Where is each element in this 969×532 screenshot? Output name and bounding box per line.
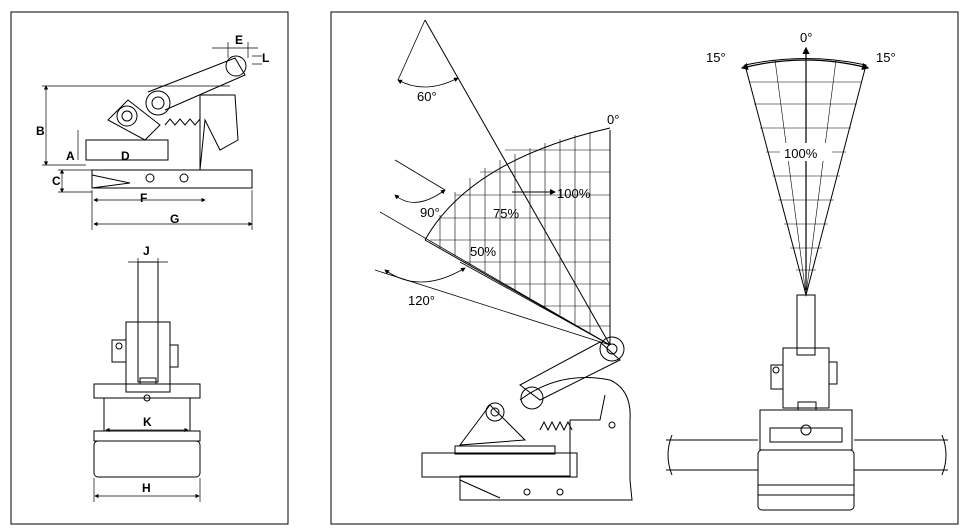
side-view-dimensions xyxy=(42,42,262,230)
side-angle-label-0: 0° xyxy=(800,30,812,45)
tilt-clamp-body xyxy=(421,336,633,501)
arc-60 xyxy=(397,77,459,88)
pct-label-50: 50% xyxy=(470,244,496,259)
right-panel-frame xyxy=(330,11,959,525)
angle-label-120: 120° xyxy=(408,293,435,308)
side-pct-label-100: 100% xyxy=(784,146,818,161)
front-view-dimensions xyxy=(93,258,201,502)
dim-label-b: B xyxy=(36,124,45,138)
side-view-clamp xyxy=(85,55,253,189)
side-angle-label-15-right: 15° xyxy=(876,50,896,65)
arc-120 xyxy=(384,267,466,283)
side-angle-label-15-left: 15° xyxy=(706,50,726,65)
tilt-angle-diagram: 60° 90° 120° 0° 100% 75% 50% xyxy=(374,19,633,501)
side-tilt-diagram: 0° 15° 15° 100% xyxy=(666,30,948,511)
dim-label-j: J xyxy=(143,244,150,258)
side-clamp-body xyxy=(666,294,948,511)
hatch-vertical xyxy=(439,132,591,333)
dim-label-f: F xyxy=(140,191,147,205)
dim-label-h: H xyxy=(142,481,151,495)
dim-label-l: L xyxy=(262,51,269,65)
angle-label-0: 0° xyxy=(607,112,619,127)
fan-arc xyxy=(740,59,870,71)
left-panel-frame xyxy=(10,11,289,525)
dim-label-a: A xyxy=(66,149,75,163)
hatch-horizontal xyxy=(430,149,610,327)
left-panel: B A D C F G E L J K H xyxy=(10,11,289,525)
dim-label-k: K xyxy=(143,415,152,429)
dim-label-c: C xyxy=(52,174,61,188)
pct-label-100: 100% xyxy=(557,186,591,201)
arc-90 xyxy=(394,189,446,203)
line-60deg xyxy=(424,19,611,346)
dim-label-g: G xyxy=(170,212,179,226)
angle-label-60: 60° xyxy=(417,89,437,104)
angle-label-90: 90° xyxy=(420,205,440,220)
front-view-clamp xyxy=(93,261,201,478)
capacity-arc xyxy=(424,127,611,241)
pct-label-75: 75% xyxy=(493,206,519,221)
dim-label-d: D xyxy=(121,149,130,163)
dim-label-e: E xyxy=(235,33,243,47)
